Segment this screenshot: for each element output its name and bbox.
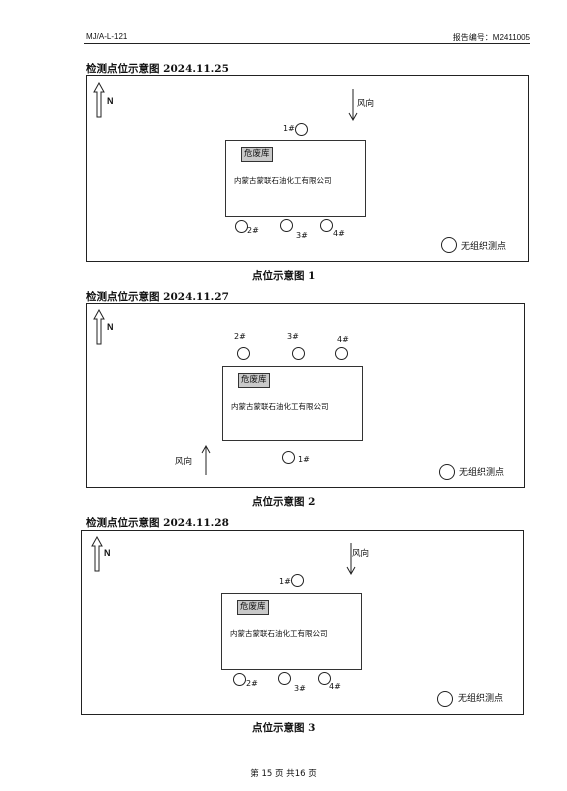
legend-label: 无组织测点 xyxy=(458,694,504,704)
legend-marker xyxy=(437,691,453,707)
diagram-1-title: 检测点位示意图 2024.11.25 xyxy=(86,63,229,75)
legend-label: 无组织测点 xyxy=(459,468,505,478)
point-2-marker xyxy=(237,347,250,360)
point-4-marker xyxy=(320,219,333,232)
doc-code: MJ/A-L-121 xyxy=(86,32,128,41)
diagram-3-caption: 点位示意图 3 xyxy=(252,722,316,734)
hazardous-waste-store-label: 危废库 xyxy=(237,600,269,615)
legend-marker xyxy=(439,464,455,480)
diagram-2-panel: N 2# 3# 4# 危废库 内蒙古蒙联石油化工有限公司 风向 1# 无组织测点 xyxy=(86,303,525,488)
hazardous-waste-store-label: 危废库 xyxy=(241,147,273,162)
hazardous-waste-store-label: 危废库 xyxy=(238,373,270,388)
point-2-label: 2# xyxy=(247,226,259,235)
company-name: 内蒙古蒙联石油化工有限公司 xyxy=(231,402,329,411)
point-3-label: 3# xyxy=(296,231,308,240)
point-2-label: 2# xyxy=(234,332,246,341)
diagram-2-title: 检测点位示意图 2024.11.27 xyxy=(86,291,229,303)
point-4-marker xyxy=(318,672,331,685)
point-4-label: 4# xyxy=(329,682,341,691)
north-label: N xyxy=(107,322,114,332)
point-1-label: 1# xyxy=(279,577,291,586)
point-1-label: 1# xyxy=(283,124,295,133)
diagram-1-caption: 点位示意图 1 xyxy=(252,270,316,282)
point-1-marker xyxy=(282,451,295,464)
report-number: 报告编号：M2411005 xyxy=(452,33,530,42)
north-arrow-icon xyxy=(93,309,105,345)
point-3-label: 3# xyxy=(287,332,299,341)
wind-label: 风向 xyxy=(357,99,375,109)
north-arrow-icon xyxy=(93,82,105,118)
wind-arrow-up-icon xyxy=(201,445,211,475)
company-box: 危废库 内蒙古蒙联石油化工有限公司 xyxy=(221,593,362,670)
point-1-label: 1# xyxy=(298,455,310,464)
wind-label: 风向 xyxy=(175,457,193,467)
point-4-label: 4# xyxy=(333,229,345,238)
company-name: 内蒙古蒙联石油化工有限公司 xyxy=(230,629,328,638)
point-3-label: 3# xyxy=(294,684,306,693)
north-label: N xyxy=(107,96,114,106)
point-3-marker xyxy=(278,672,291,685)
wind-arrow-down-icon xyxy=(348,89,358,121)
header-rule xyxy=(84,43,530,44)
point-1-marker xyxy=(291,574,304,587)
diagram-3-panel: N 风向 1# 危废库 内蒙古蒙联石油化工有限公司 2# 3# 4# 无组织测点 xyxy=(81,530,524,715)
point-4-label: 4# xyxy=(337,335,349,344)
company-box: 危废库 内蒙古蒙联石油化工有限公司 xyxy=(225,140,366,217)
diagram-3-title: 检测点位示意图 2024.11.28 xyxy=(86,517,229,529)
north-arrow-icon xyxy=(91,536,103,572)
wind-label: 风向 xyxy=(352,549,370,559)
point-4-marker xyxy=(335,347,348,360)
point-3-marker xyxy=(292,347,305,360)
legend-label: 无组织测点 xyxy=(461,242,507,252)
point-1-marker xyxy=(295,123,308,136)
company-name: 内蒙古蒙联石油化工有限公司 xyxy=(234,176,332,185)
wind-arrow-down-icon xyxy=(346,543,356,575)
point-2-marker xyxy=(235,220,248,233)
diagram-1-panel: N 风向 1# 危废库 内蒙古蒙联石油化工有限公司 2# 3# 4# 无组织测点 xyxy=(86,75,529,262)
page-number: 第 15 页 共16 页 xyxy=(250,769,317,779)
point-3-marker xyxy=(280,219,293,232)
point-2-marker xyxy=(233,673,246,686)
diagram-2-caption: 点位示意图 2 xyxy=(252,496,316,508)
company-box: 危废库 内蒙古蒙联石油化工有限公司 xyxy=(222,366,363,441)
legend-marker xyxy=(441,237,457,253)
point-2-label: 2# xyxy=(246,679,258,688)
north-label: N xyxy=(104,548,111,558)
